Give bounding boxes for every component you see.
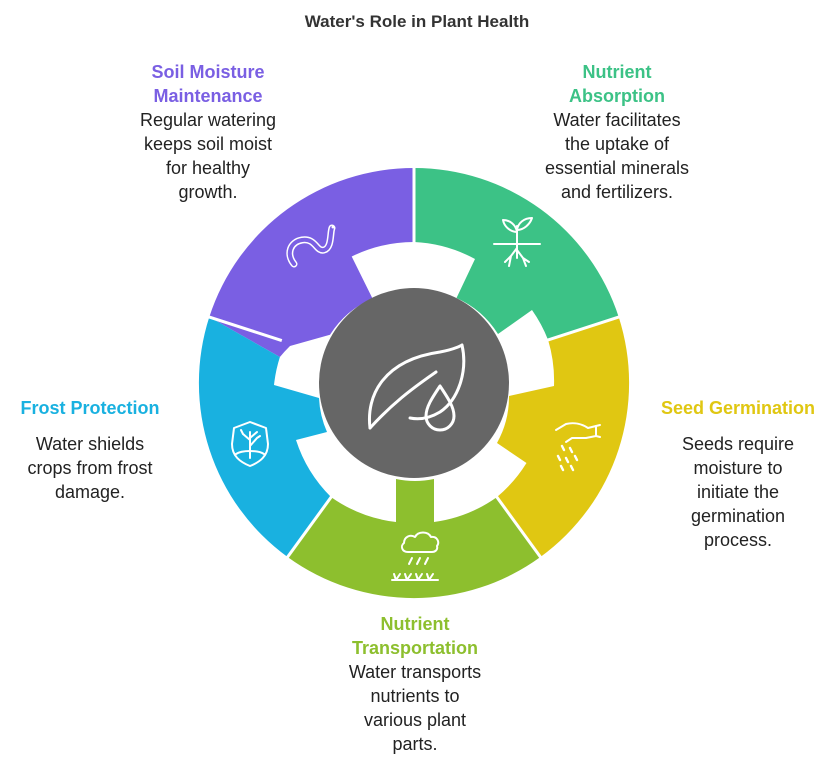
nutrient-absorption-text-block: Nutrient Absorption Water facilitates th… <box>522 60 712 204</box>
segment-nutrient-transportation <box>287 479 541 599</box>
frost-protection-title: Frost Protection <box>20 398 160 418</box>
soil-moisture-desc-line: for healthy <box>165 158 251 178</box>
nutrient-absorption-desc-line: essential minerals <box>544 158 690 178</box>
soil-moisture-title-line2: Maintenance <box>153 86 263 106</box>
nutrient-absorption-desc-line: Water facilitates <box>553 110 681 130</box>
nutrient-absorption-desc-line: the uptake of <box>564 134 670 154</box>
seed-germination-desc-line: process. <box>703 530 773 550</box>
frost-protection-text-block: Frost Protection Water shields crops fro… <box>12 396 168 504</box>
seed-germination-desc-line: initiate the <box>696 482 780 502</box>
seed-germination-description: Seeds require moisture to initiate the g… <box>654 432 822 552</box>
nutrient-transportation-desc-line: nutrients to <box>370 686 460 706</box>
nutrient-absorption-title: Nutrient Absorption <box>522 60 712 108</box>
segment-separators <box>206 166 622 560</box>
nutrient-transportation-title-line2: Transportation <box>351 638 478 658</box>
soil-moisture-description: Regular watering keeps soil moist for he… <box>118 108 298 204</box>
segment-frost-protection <box>198 317 332 557</box>
segment-soil-moisture <box>209 167 414 357</box>
frost-protection-desc-line: Water shields <box>35 434 145 454</box>
seedling-roots-icon <box>493 217 541 267</box>
worm-icon <box>286 224 336 268</box>
rain-cloud-sprouts-icon <box>391 531 440 581</box>
nutrient-transportation-title: Nutrient Transportation <box>320 612 510 660</box>
soil-moisture-text-block: Soil Moisture Maintenance Regular wateri… <box>118 60 298 204</box>
soil-moisture-desc-line: growth. <box>178 182 238 202</box>
segment-seed-germination <box>496 317 630 557</box>
soil-moisture-desc-line: keeps soil moist <box>143 134 273 154</box>
seed-germination-text-block: Seed Germination Seeds require moisture … <box>654 396 822 552</box>
seed-germination-title: Seed Germination <box>660 398 816 418</box>
nutrient-transportation-description: Water transports nutrients to various pl… <box>320 660 510 756</box>
frost-protection-description: Water shields crops from frost damage. <box>12 432 168 504</box>
nutrient-transportation-desc-line: Water transports <box>348 662 482 682</box>
nutrient-transportation-desc-line: parts. <box>392 734 438 754</box>
soil-moisture-desc-line: Regular watering <box>139 110 277 130</box>
diagram-title: Water's Role in Plant Health <box>304 12 530 31</box>
nutrient-absorption-title-line1: Nutrient <box>582 62 652 82</box>
nutrient-transportation-text-block: Nutrient Transportation Water transports… <box>320 612 510 756</box>
seed-germination-desc-line: germination <box>690 506 786 526</box>
soil-moisture-title-line1: Soil Moisture <box>151 62 265 82</box>
nutrient-absorption-title-line2: Absorption <box>569 86 665 106</box>
leaf-water-drop-icon <box>367 343 466 432</box>
frost-protection-desc-line: damage. <box>54 482 126 502</box>
hand-sowing-seeds-icon <box>555 422 601 472</box>
shield-plant-icon <box>231 421 269 467</box>
nutrient-transportation-desc-line: various plant <box>363 710 467 730</box>
nutrient-transportation-title-line1: Nutrient <box>380 614 450 634</box>
center-circle <box>319 288 509 478</box>
seed-germination-desc-line: Seeds require <box>681 434 795 454</box>
nutrient-absorption-desc-line: and fertilizers. <box>560 182 674 202</box>
soil-moisture-title: Soil Moisture Maintenance <box>118 60 298 108</box>
nutrient-absorption-description: Water facilitates the uptake of essentia… <box>522 108 712 204</box>
frost-protection-desc-line: crops from frost <box>27 458 153 478</box>
seed-germination-desc-line: moisture to <box>693 458 783 478</box>
